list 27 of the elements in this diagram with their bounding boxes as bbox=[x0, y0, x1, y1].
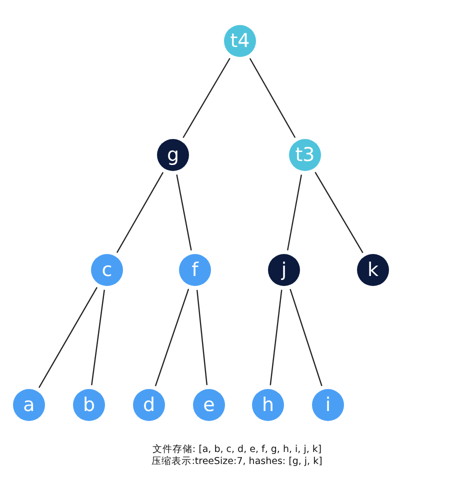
tree-edge bbox=[287, 174, 302, 250]
tree-node-circle: e bbox=[193, 389, 225, 421]
tree-node-circle: f bbox=[179, 254, 211, 286]
tree-edge bbox=[38, 287, 98, 388]
tree-edge bbox=[154, 288, 190, 386]
tree-node-circle: k bbox=[357, 254, 389, 286]
tree-edge bbox=[91, 290, 105, 386]
caption-line: 压缩表示:treeSize:7, hashes: [g, j, k] bbox=[150, 455, 324, 468]
tree-node-circle: b bbox=[73, 389, 105, 421]
tree-edge bbox=[176, 174, 192, 250]
tree-node-circle: h bbox=[252, 389, 284, 421]
tree-node-circle: j bbox=[268, 254, 300, 286]
tree-node-circle: a bbox=[13, 389, 45, 421]
tree-node-circle: g bbox=[157, 139, 189, 171]
tree-node-circle: t3 bbox=[289, 139, 321, 171]
tree-node-circle: d bbox=[133, 389, 165, 421]
tree-edge bbox=[249, 58, 296, 138]
tree-node-circle: i bbox=[312, 389, 344, 421]
tree-edge bbox=[196, 290, 208, 386]
tree-node-circle: c bbox=[91, 254, 123, 286]
caption-line: 文件存储: [a, b, c, d, e, f, g, h, i, j, k] bbox=[151, 443, 323, 456]
tree-edge bbox=[182, 58, 230, 138]
tree-edge bbox=[116, 172, 164, 253]
tree-edge bbox=[314, 172, 364, 254]
tree-edge bbox=[290, 288, 322, 386]
tree-edge bbox=[270, 290, 282, 386]
tree-node-circle: t4 bbox=[224, 25, 256, 57]
